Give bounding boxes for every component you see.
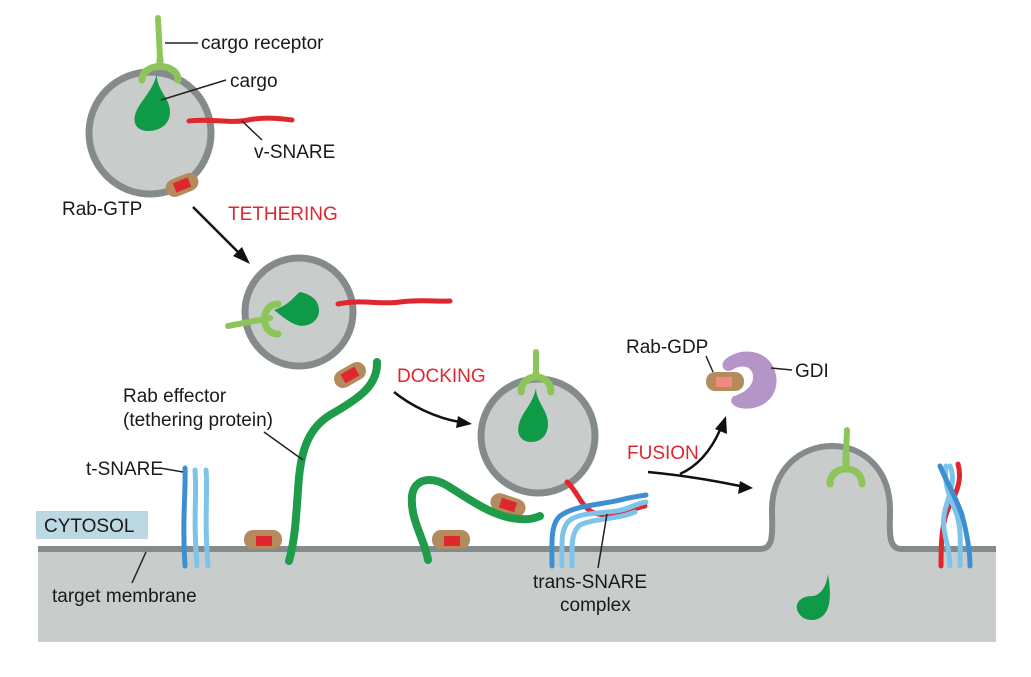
step-docking: DOCKING [397,366,486,387]
rab-effector-label-line1: Rab effector [123,386,227,407]
membrane-rab-icon-2 [432,530,470,549]
cytosol-label: CYTOSOL [44,516,134,537]
target-membrane-region [38,446,996,642]
cargo-receptor-icon [155,15,163,61]
step-fusion: FUSION [627,443,699,464]
rab-gtp-icon [165,173,199,197]
gdi-label: GDI [795,361,829,382]
vesicle-docked [477,349,599,517]
recycling-arrowhead [715,416,727,434]
docking-arrow [393,391,461,424]
membrane-rab-icon [244,530,282,549]
recycling-arrow [679,429,722,476]
released-cargo-icon [796,574,830,620]
tethering-arrowhead [233,247,250,264]
gdi-icon [722,351,777,409]
docking-arrowhead [456,416,472,428]
tethering-arrow [192,206,241,255]
rab-gdp-leader [705,355,714,373]
step-tethering: TETHERING [228,204,338,225]
cis-snare-complex-icon [937,461,973,569]
fused-vesicle-contents [796,427,866,620]
rab-gdp-icon [706,372,744,391]
rab-gtp-label: Rab-GTP [62,199,142,220]
vesicle-tethered [225,254,453,388]
t-snare-leader [159,467,184,473]
cargo-receptor-label: cargo receptor [201,33,324,54]
target-membrane-label: target membrane [52,586,197,607]
gdi-leader [770,367,793,371]
cargo-icon [134,74,170,131]
trans-snare-label-line2: complex [560,595,631,616]
rab-gdp-label: Rab-GDP [626,337,708,358]
t-snare-label: t-SNARE [86,459,163,480]
cargo-label: cargo [230,71,278,92]
trans-snare-leader [597,513,608,569]
target-membrane-line [38,443,996,552]
docking-effector-icon [407,476,544,564]
v-snare-icon [186,115,295,124]
trans-snare-label-line1: trans-SNARE [533,572,647,593]
target-membrane-leader [131,551,147,584]
v-snare-label: v-SNARE [254,142,335,163]
fusion-arrow [647,470,741,488]
rab-effector-icon [285,358,381,565]
t-snare-icon [181,465,211,569]
rab-effector-label-line2: (tethering protein) [123,410,273,431]
trans-snare-complex-icon [549,479,649,569]
rab-effector-leader [263,431,304,461]
cytosol-box [36,511,148,539]
cargo-leader [160,79,227,101]
fusion-arrowhead [738,481,753,494]
v-snare-leader [241,120,263,141]
vesicle-initial [85,15,295,198]
